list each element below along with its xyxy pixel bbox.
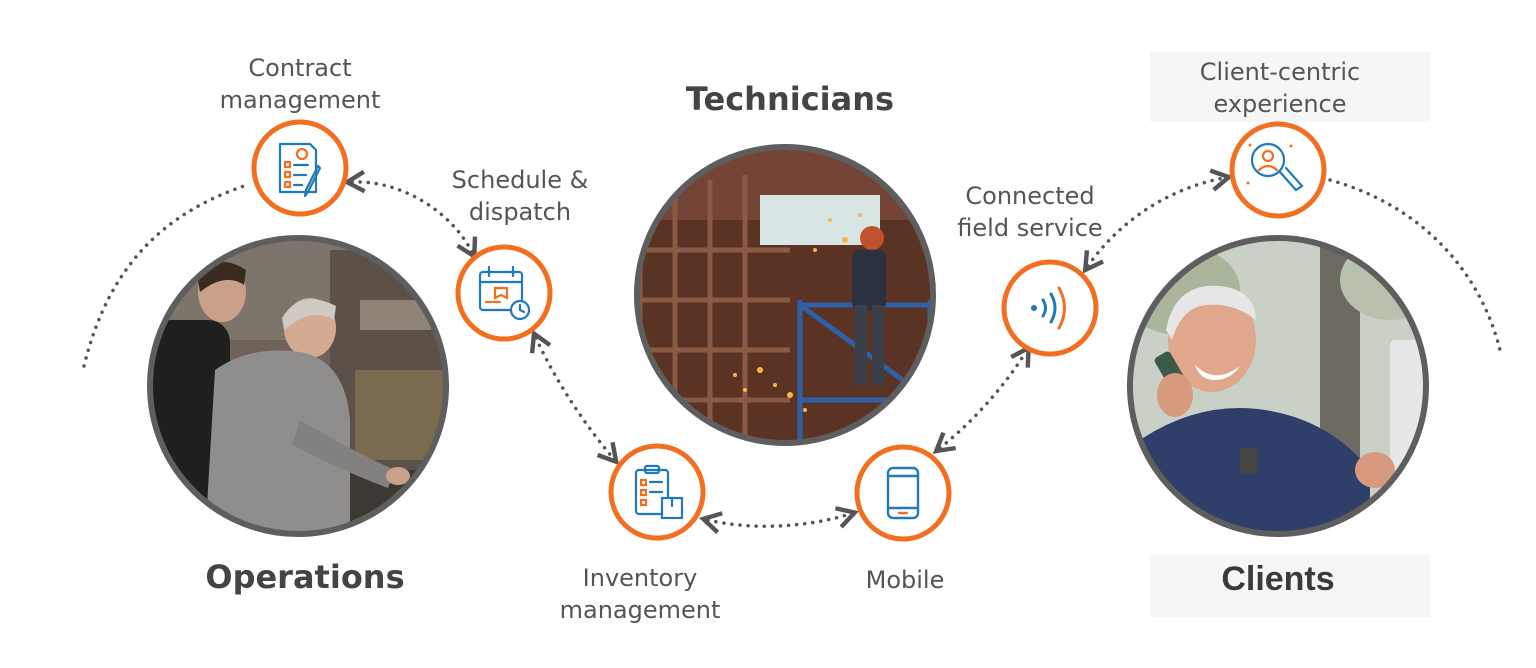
smartphone-icon bbox=[886, 466, 920, 520]
schedule-dispatch-label: Schedule & dispatch bbox=[451, 166, 589, 226]
connected-field-service-node bbox=[1001, 259, 1099, 357]
connected-field-service-label: Connected field service bbox=[957, 182, 1103, 242]
technicians-title: Technicians bbox=[685, 80, 895, 118]
connector-contract-schedule bbox=[342, 169, 478, 261]
mobile-node bbox=[854, 444, 952, 542]
connector-mobile-connected bbox=[932, 344, 1032, 454]
clients-title: Clients bbox=[1221, 560, 1335, 598]
outer-arc-left bbox=[82, 182, 252, 368]
calendar-clock-icon bbox=[478, 265, 531, 321]
mobile-label: Mobile bbox=[865, 566, 945, 594]
connector-schedule-inventory bbox=[529, 329, 620, 466]
contract-document-icon bbox=[278, 142, 322, 198]
clipboard-box-icon bbox=[634, 464, 684, 520]
inventory-management-node bbox=[608, 443, 706, 541]
outer-arc-right bbox=[1328, 178, 1502, 352]
connector-inventory-mobile bbox=[698, 506, 859, 534]
operations-photo bbox=[147, 235, 449, 537]
magnifier-person-icon bbox=[1246, 142, 1304, 192]
connector-connected-client bbox=[1082, 168, 1234, 274]
technicians-photo bbox=[634, 144, 936, 446]
operations-title: Operations bbox=[205, 558, 405, 596]
client-centric-label-panel bbox=[1150, 52, 1430, 122]
inventory-management-label: Inventory management bbox=[559, 564, 721, 624]
client-centric-experience-label: Client-centric experience bbox=[1199, 58, 1361, 118]
contract-management-node bbox=[251, 119, 349, 217]
schedule-dispatch-node bbox=[455, 244, 553, 342]
clients-label-panel bbox=[1150, 555, 1430, 617]
clients-photo bbox=[1127, 235, 1429, 537]
client-centric-node bbox=[1229, 121, 1327, 219]
wireless-signal-icon bbox=[1031, 286, 1066, 330]
contract-management-label: Contract management bbox=[219, 54, 381, 114]
